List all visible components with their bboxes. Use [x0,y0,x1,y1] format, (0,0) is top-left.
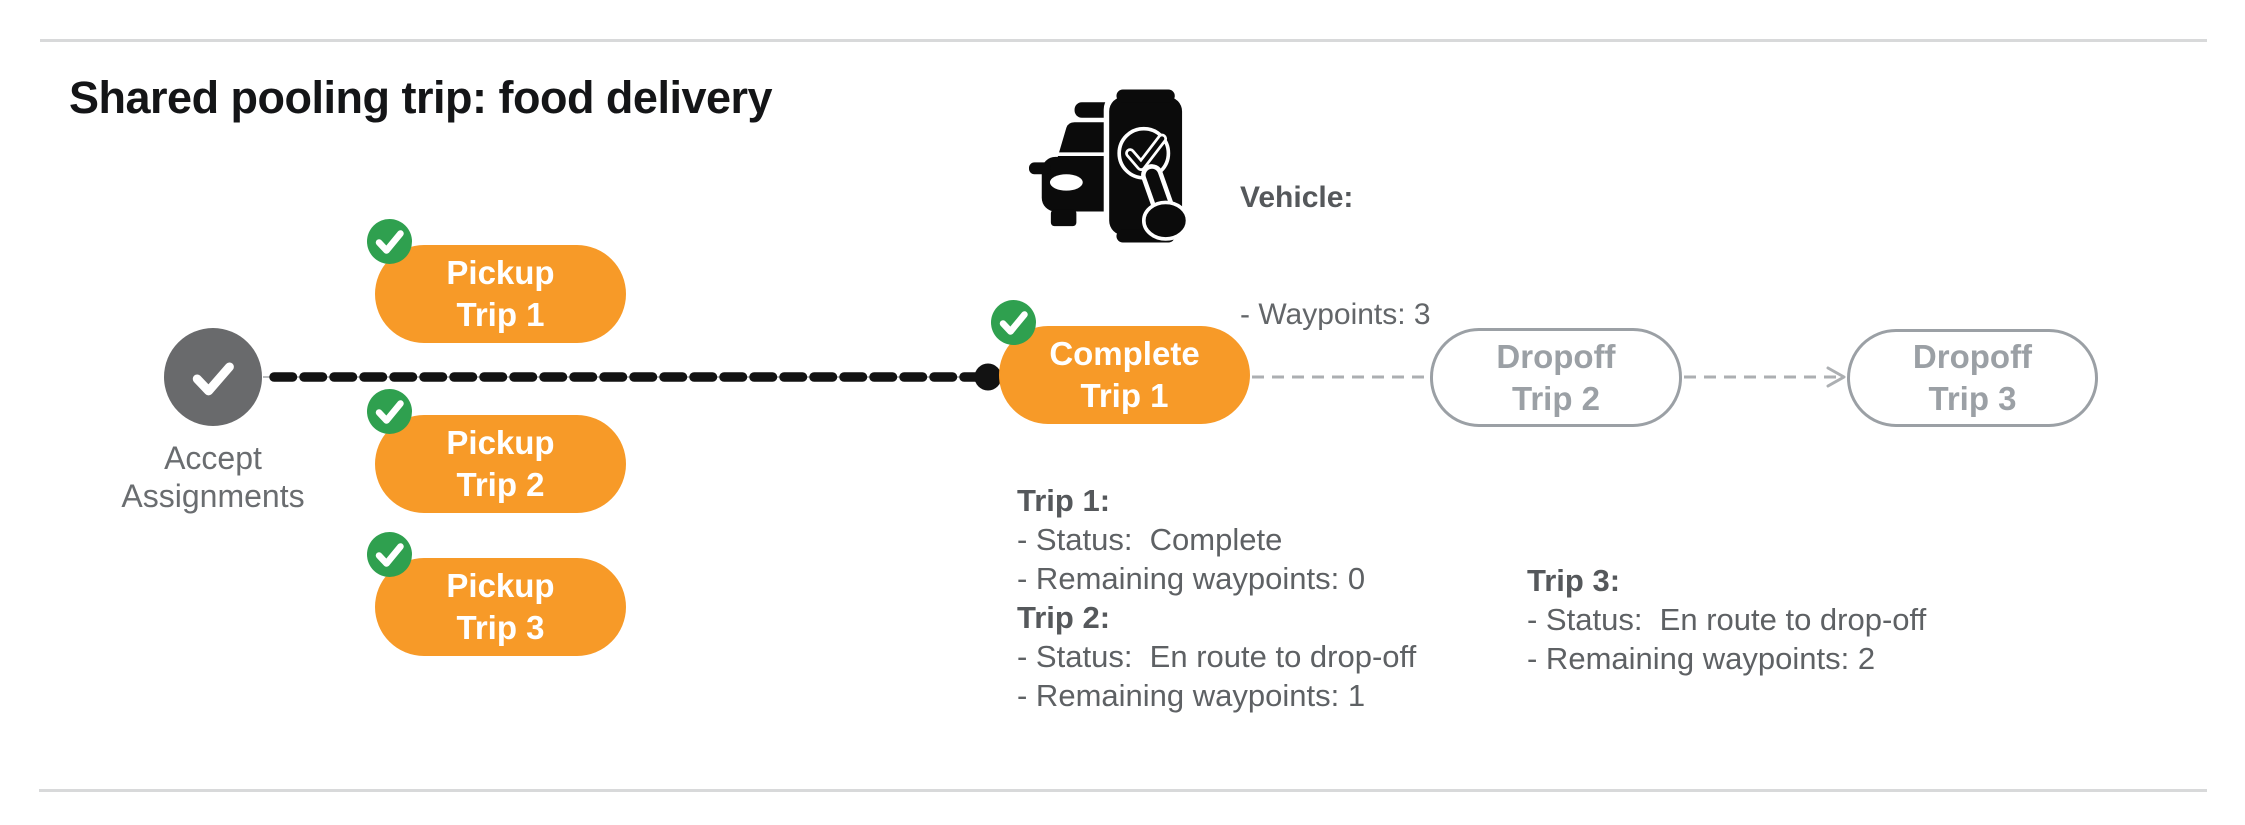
trip1-trip2-status-block: Trip 1: - Status: Complete - Remaining w… [1017,481,1416,715]
pill-label-line2: Trip 3 [1928,380,2017,417]
check-badge-icon [991,300,1036,345]
pill-label-line1: Complete [1049,335,1200,372]
vehicle-waypoints: - Waypoints: 3 [1240,298,1431,331]
node-pickup-trip-3: Pickup Trip 3 [367,532,626,656]
node-pickup-trip-2: Pickup Trip 2 [367,389,626,513]
check-badge-icon [367,389,412,434]
pill-label-line1: Pickup [446,254,555,291]
top-divider-line [40,39,2207,42]
pill-label-line2: Trip 2 [1511,379,1601,417]
checkmark-icon [192,362,234,396]
accept-assignments-label: Accept Assignments [38,439,388,515]
trip3-heading: Trip 3: [1527,563,1621,598]
trip3-status: - Status: En route to drop-off [1527,602,1927,637]
accept-label-line2: Assignments [121,478,305,514]
vehicle-heading: Vehicle: [1240,181,1354,214]
node-dropoff-trip-3: Dropoff Trip 3 [1847,329,2098,427]
node-pickup-trip-1: Pickup Trip 1 [367,219,626,343]
arrowhead-icon [1826,366,1846,388]
trip1-heading: Trip 1: [1017,483,1111,518]
pill-label-line2: Trip 2 [456,466,545,503]
vehicle-info: Vehicle: - Waypoints: 3 [1240,100,1431,412]
accept-assignments-node [164,328,262,426]
node-complete-trip-1: Complete Trip 1 [991,300,1250,424]
pill-label-line2: Trip 3 [456,609,545,646]
trip2-remaining: - Remaining waypoints: 1 [1017,678,1366,713]
pill-label-line1: Pickup [446,567,555,604]
pill-label-line1: Pickup [446,424,555,461]
check-badge-icon [367,219,412,264]
pill-label-line1: Dropoff [1912,338,2033,375]
trip2-status: - Status: En route to drop-off [1017,639,1417,674]
pill-label-line2: Trip 1 [456,296,545,333]
node-dropoff-trip-2: Dropoff Trip 2 [1430,328,1682,427]
trip3-remaining: - Remaining waypoints: 2 [1527,641,1876,676]
pill-label-line1: Dropoff [1496,337,1616,375]
waypoint-dot [974,363,1002,391]
bottom-divider-line [39,789,2207,792]
page-title: Shared pooling trip: food delivery [69,72,773,123]
trip2-heading: Trip 2: [1017,600,1111,635]
accept-label-line1: Accept [164,440,262,476]
trip1-remaining: - Remaining waypoints: 0 [1017,561,1366,596]
pill-label-line2: Trip 1 [1080,377,1169,414]
check-badge-icon [367,532,412,577]
trip3-status-block: Trip 3: - Status: En route to drop-off -… [1527,561,1926,678]
car-phone-check-icon [1029,89,1190,243]
trip1-status: - Status: Complete [1017,522,1283,557]
